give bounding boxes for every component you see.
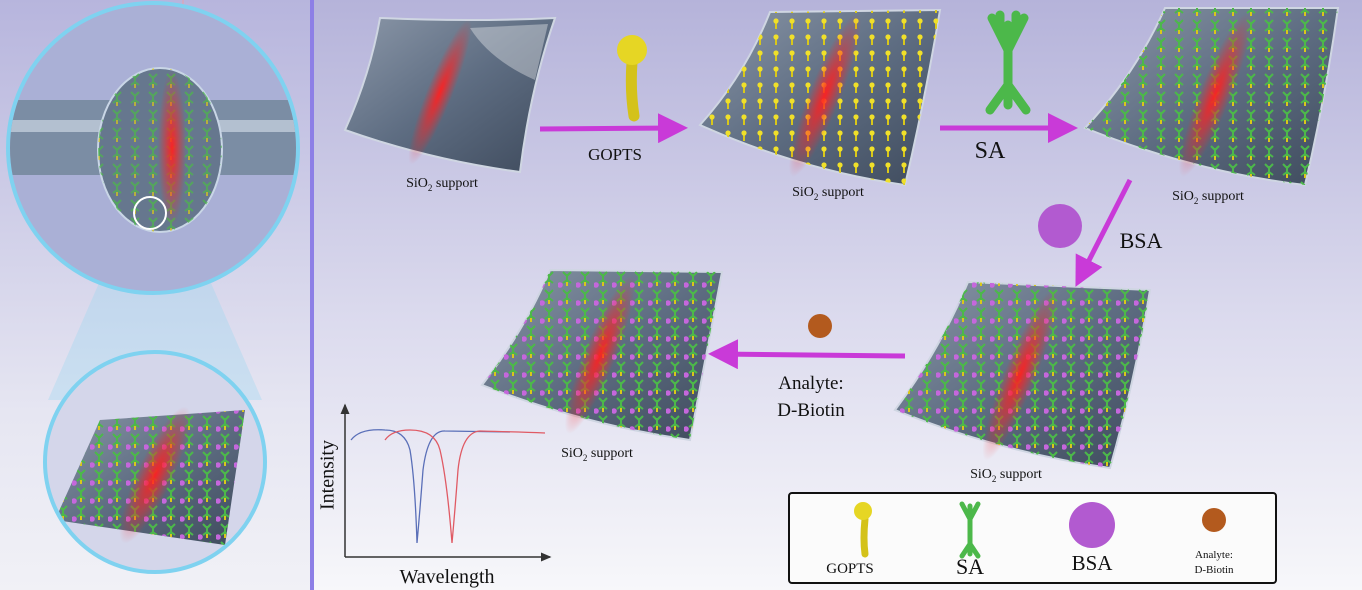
bsa-blocked-surface [893, 280, 1152, 470]
support-label-3: SiO2 support [1172, 189, 1244, 206]
legend-sa-icon [959, 501, 981, 559]
magnification-cone [48, 212, 262, 400]
legend-label-biotin: Analyte: D-Biotin [1194, 548, 1233, 578]
legend-label-sa: SA [955, 554, 985, 579]
legend-label-gopts: GOPTS [826, 561, 874, 577]
bsa-molecule-icon [1038, 204, 1082, 248]
spectrum-curve-after [384, 429, 546, 544]
legend-box: GOPTS SA BSA Analyte: D-Biotin [788, 492, 1277, 584]
legend-gopts-icon [854, 502, 872, 558]
biotin-bound-surface [480, 268, 724, 442]
spectrum-curve-before [350, 429, 511, 544]
bare-sio2-surface [343, 16, 557, 174]
support-label-5: SiO2 support [561, 446, 633, 463]
step-label-analyte-line2: D-Biotin [777, 400, 845, 421]
legend-bsa-icon [1069, 502, 1115, 548]
spectrum-plot [340, 403, 552, 562]
step-label-analyte: Analyte: D-Biotin [777, 370, 845, 424]
panel-divider [310, 0, 314, 590]
legend-label-biotin-line2: D-Biotin [1194, 564, 1234, 576]
step-label-analyte-line1: Analyte: [778, 373, 844, 394]
arrow-bsa-step [1075, 178, 1133, 287]
arrow-biotin-step [708, 339, 906, 370]
support-label-1: SiO2 support [406, 176, 478, 193]
support-label-2: SiO2 support [792, 185, 864, 202]
zoom-region-circle [133, 196, 167, 230]
biotin-molecule-icon [808, 314, 832, 338]
step-label-gopts: GOPTS [588, 145, 642, 164]
step-label-sa: SA [974, 138, 1006, 164]
legend-biotin-icon [1202, 508, 1226, 532]
gopts-molecule-icon [617, 35, 647, 122]
legend-label-biotin-line1: Analyte: [1195, 549, 1233, 561]
gopts-functionalized-surface [698, 8, 942, 187]
sa-molecule-icon [985, 10, 1031, 115]
arrow-gopts-step [539, 113, 688, 144]
y-axis-label: Intensity [316, 440, 339, 510]
step-label-bsa: BSA [1119, 228, 1163, 253]
x-axis-label: Wavelength [399, 566, 495, 588]
support-label-4: SiO2 support [970, 467, 1042, 484]
sa-immobilized-surface [1083, 7, 1340, 187]
legend-label-bsa: BSA [1071, 551, 1113, 575]
magnified-fiber-view [6, 0, 300, 574]
